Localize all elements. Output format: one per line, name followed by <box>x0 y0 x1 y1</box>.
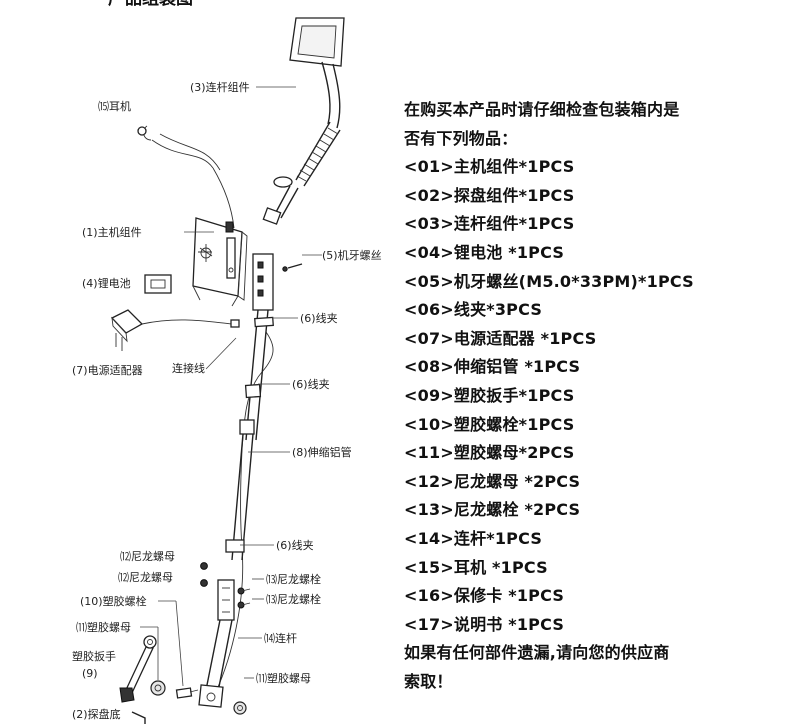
checklist-line: <10>塑胶螺栓*1PCS <box>404 414 575 434</box>
checklist-line: <05>机牙螺丝(M5.0*33PM)*1PCS <box>404 271 694 291</box>
checklist-line: <14>连杆*1PCS <box>404 528 543 548</box>
label-rod: ⒁连杆 <box>264 631 297 645</box>
checklist-line: 如果有任何部件遗漏,请向您的供应商 <box>404 643 670 663</box>
search-coil <box>131 711 146 724</box>
battery <box>144 274 172 294</box>
checklist-line: <17>说明书 *1PCS <box>404 614 565 634</box>
checklist-line: <01>主机组件*1PCS <box>404 157 575 177</box>
checklist-line: 否有下列物品： <box>404 128 518 148</box>
assembly-diagram: 产品组装图 <box>72 0 382 724</box>
telescoping-tube <box>217 253 274 621</box>
label-clip-top: (6)线夹 <box>300 311 338 325</box>
label-tube: (8)伸缩铝管 <box>292 445 352 459</box>
label-screw: (5)机牙螺丝 <box>322 248 382 262</box>
checklist-line: <06>线夹*3PCS <box>404 300 543 320</box>
diagram-title: 产品组装图 <box>108 0 193 9</box>
checklist-line: <08>伸缩铝管 *1PCS <box>404 357 581 377</box>
label-adapter: (7)电源适配器 <box>72 363 143 377</box>
power-adapter <box>110 309 240 351</box>
checklist-line: <02>探盘组件*1PCS <box>404 185 575 205</box>
checklist-line: <09>塑胶扳手*1PCS <box>404 385 575 405</box>
label-plastic-nut-left: ⑾塑胶螺母 <box>76 620 131 634</box>
label-nylon-bolt-2: ⒀尼龙螺栓 <box>266 592 321 606</box>
label-battery: (4)锂电池 <box>82 276 131 290</box>
checklist-line: <11>塑胶螺母*2PCS <box>404 443 575 463</box>
label-plastic-nut-right: ⑾塑胶螺母 <box>256 671 311 685</box>
wrench <box>119 635 157 703</box>
checklist-line: 索取！ <box>404 671 453 691</box>
checklist-line: 在购买本产品时请仔细检查包装箱内是 <box>404 100 680 119</box>
label-clip-low: (6)线夹 <box>276 538 314 552</box>
checklist-line: <15>耳机 *1PCS <box>404 557 548 577</box>
label-clip-mid: (6)线夹 <box>292 377 330 391</box>
label-wrench-num: (9) <box>82 667 98 680</box>
checklist-line: <04>锂电池 *1PCS <box>404 242 565 262</box>
linkage-assembly <box>262 17 345 225</box>
screw <box>282 263 303 272</box>
checklist-line: <03>连杆组件*1PCS <box>404 214 575 234</box>
label-nylon-bolt-1: ⒀尼龙螺栓 <box>266 572 321 586</box>
checklist-line: <07>电源适配器 *1PCS <box>404 328 597 348</box>
label-cable: 连接线 <box>172 361 205 375</box>
rod <box>198 619 233 708</box>
checklist-line: <13>尼龙螺栓 *2PCS <box>404 500 581 520</box>
label-nylon-nut-2: ⑿尼龙螺母 <box>118 571 173 584</box>
checklist-line: <12>尼龙螺母 *2PCS <box>404 471 581 491</box>
checklist-line: <16>保修卡 *1PCS <box>404 586 565 606</box>
main-unit <box>192 217 248 307</box>
package-checklist: 在购买本产品时请仔细检查包装箱内是否有下列物品： <01>主机组件*1PCS <02… <box>404 96 794 696</box>
leader-lines <box>140 86 322 687</box>
earphone <box>137 125 235 229</box>
label-search-coil: (2)探盘底 <box>72 707 121 721</box>
label-earphone: ⒂耳机 <box>98 99 131 113</box>
label-wrench: 塑胶扳手 <box>72 649 116 663</box>
part-labels: (3)连杆组件 ⒂耳机 (1)主机组件 (5)机牙螺丝 (4)锂电池 (6)线夹… <box>72 80 382 721</box>
label-main-unit: (1)主机组件 <box>82 225 142 239</box>
label-linkage: (3)连杆组件 <box>190 80 250 94</box>
label-plastic-bolt: (10)塑胶螺栓 <box>80 594 147 608</box>
hardware <box>150 562 251 715</box>
label-nylon-nut-1: ⑿尼龙螺母 <box>120 550 175 563</box>
